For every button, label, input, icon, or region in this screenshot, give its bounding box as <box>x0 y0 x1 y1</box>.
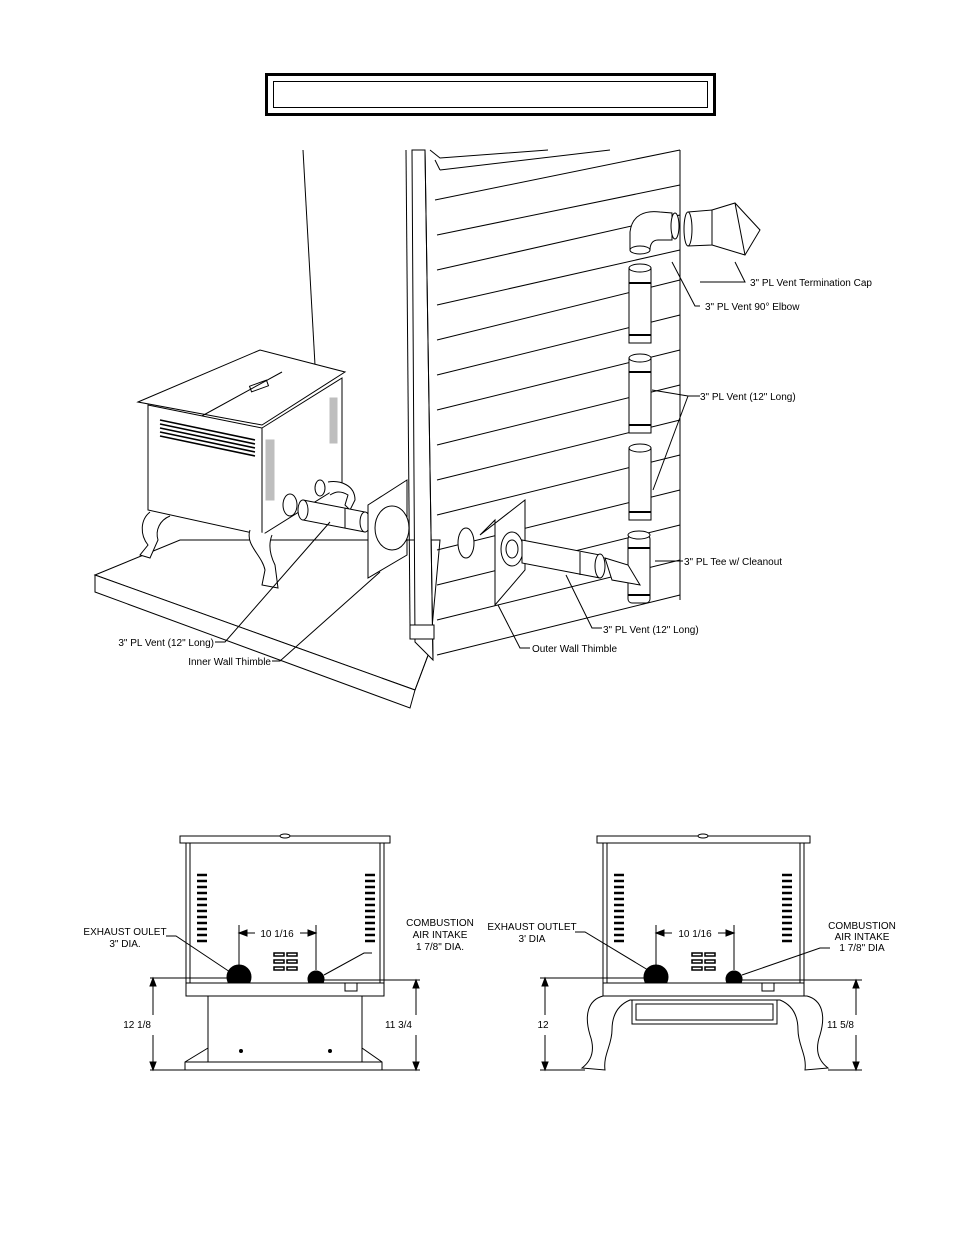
label-vent-upper: 3" PL Vent (12" Long) <box>700 392 796 403</box>
right-intake-label-3: 1 7/8" DIA <box>839 943 885 954</box>
tee-with-cleanout <box>604 530 651 604</box>
right-intake-label-1: COMBUSTION <box>828 921 896 932</box>
outer-vent-pipe <box>521 539 606 579</box>
left-height-right-dim: 11 3/4 <box>385 1020 412 1031</box>
right-height-right-dim: 11 5/8 <box>827 1020 854 1031</box>
exterior-siding <box>409 149 681 662</box>
label-elbow: 3" PL Vent 90° Elbow <box>705 302 800 313</box>
right-height-left-dim: 12 <box>537 1020 549 1031</box>
left-dimension-lines <box>149 925 420 1072</box>
pellet-stove <box>136 349 356 589</box>
right-intake-label-2: AIR INTAKE <box>835 932 890 943</box>
vertical-vent-pipes <box>628 263 652 521</box>
inner-vent-pipe <box>297 499 371 533</box>
label-vent-outer: 3" PL Vent (12" Long) <box>603 625 699 636</box>
right-exhaust-label: EXHAUST OUTLET <box>487 922 576 933</box>
right-spacing-dim: 10 1/16 <box>678 929 712 940</box>
title-box <box>265 73 716 116</box>
label-outer-thimble: Outer Wall Thimble <box>532 644 617 655</box>
left-exhaust-label: EXHAUST OULET <box>83 927 166 938</box>
right-stove-rear-view <box>580 833 830 1071</box>
elbow <box>629 211 680 255</box>
page-title <box>273 81 708 108</box>
right-dimension-lines <box>540 925 862 1072</box>
interior-wall <box>302 149 411 626</box>
right-exhaust-dia: 3' DIA <box>519 934 546 945</box>
left-exhaust-dia: 3" DIA. <box>109 939 140 950</box>
left-height-left-dim: 12 1/8 <box>123 1020 151 1031</box>
left-intake-label-2: AIR INTAKE <box>413 930 468 941</box>
termination-cap <box>683 202 761 256</box>
inner-wall-thimble <box>367 479 410 579</box>
callout-leaders <box>215 261 746 662</box>
label-termination-cap: 3" PL Vent Termination Cap <box>750 278 872 289</box>
label-inner-thimble: Inner Wall Thimble <box>188 657 271 668</box>
left-intake-label-3: 1 7/8" DIA. <box>416 942 464 953</box>
left-stove-rear-view <box>179 833 391 1071</box>
label-tee: 3" PL Tee w/ Cleanout <box>684 557 782 568</box>
floor-slab <box>93 539 441 709</box>
label-vent-inner: 3" PL Vent (12" Long) <box>118 638 214 649</box>
outer-wall-thimble <box>457 498 526 607</box>
left-spacing-dim: 10 1/16 <box>260 929 294 940</box>
left-intake-label-1: COMBUSTION <box>406 918 474 929</box>
